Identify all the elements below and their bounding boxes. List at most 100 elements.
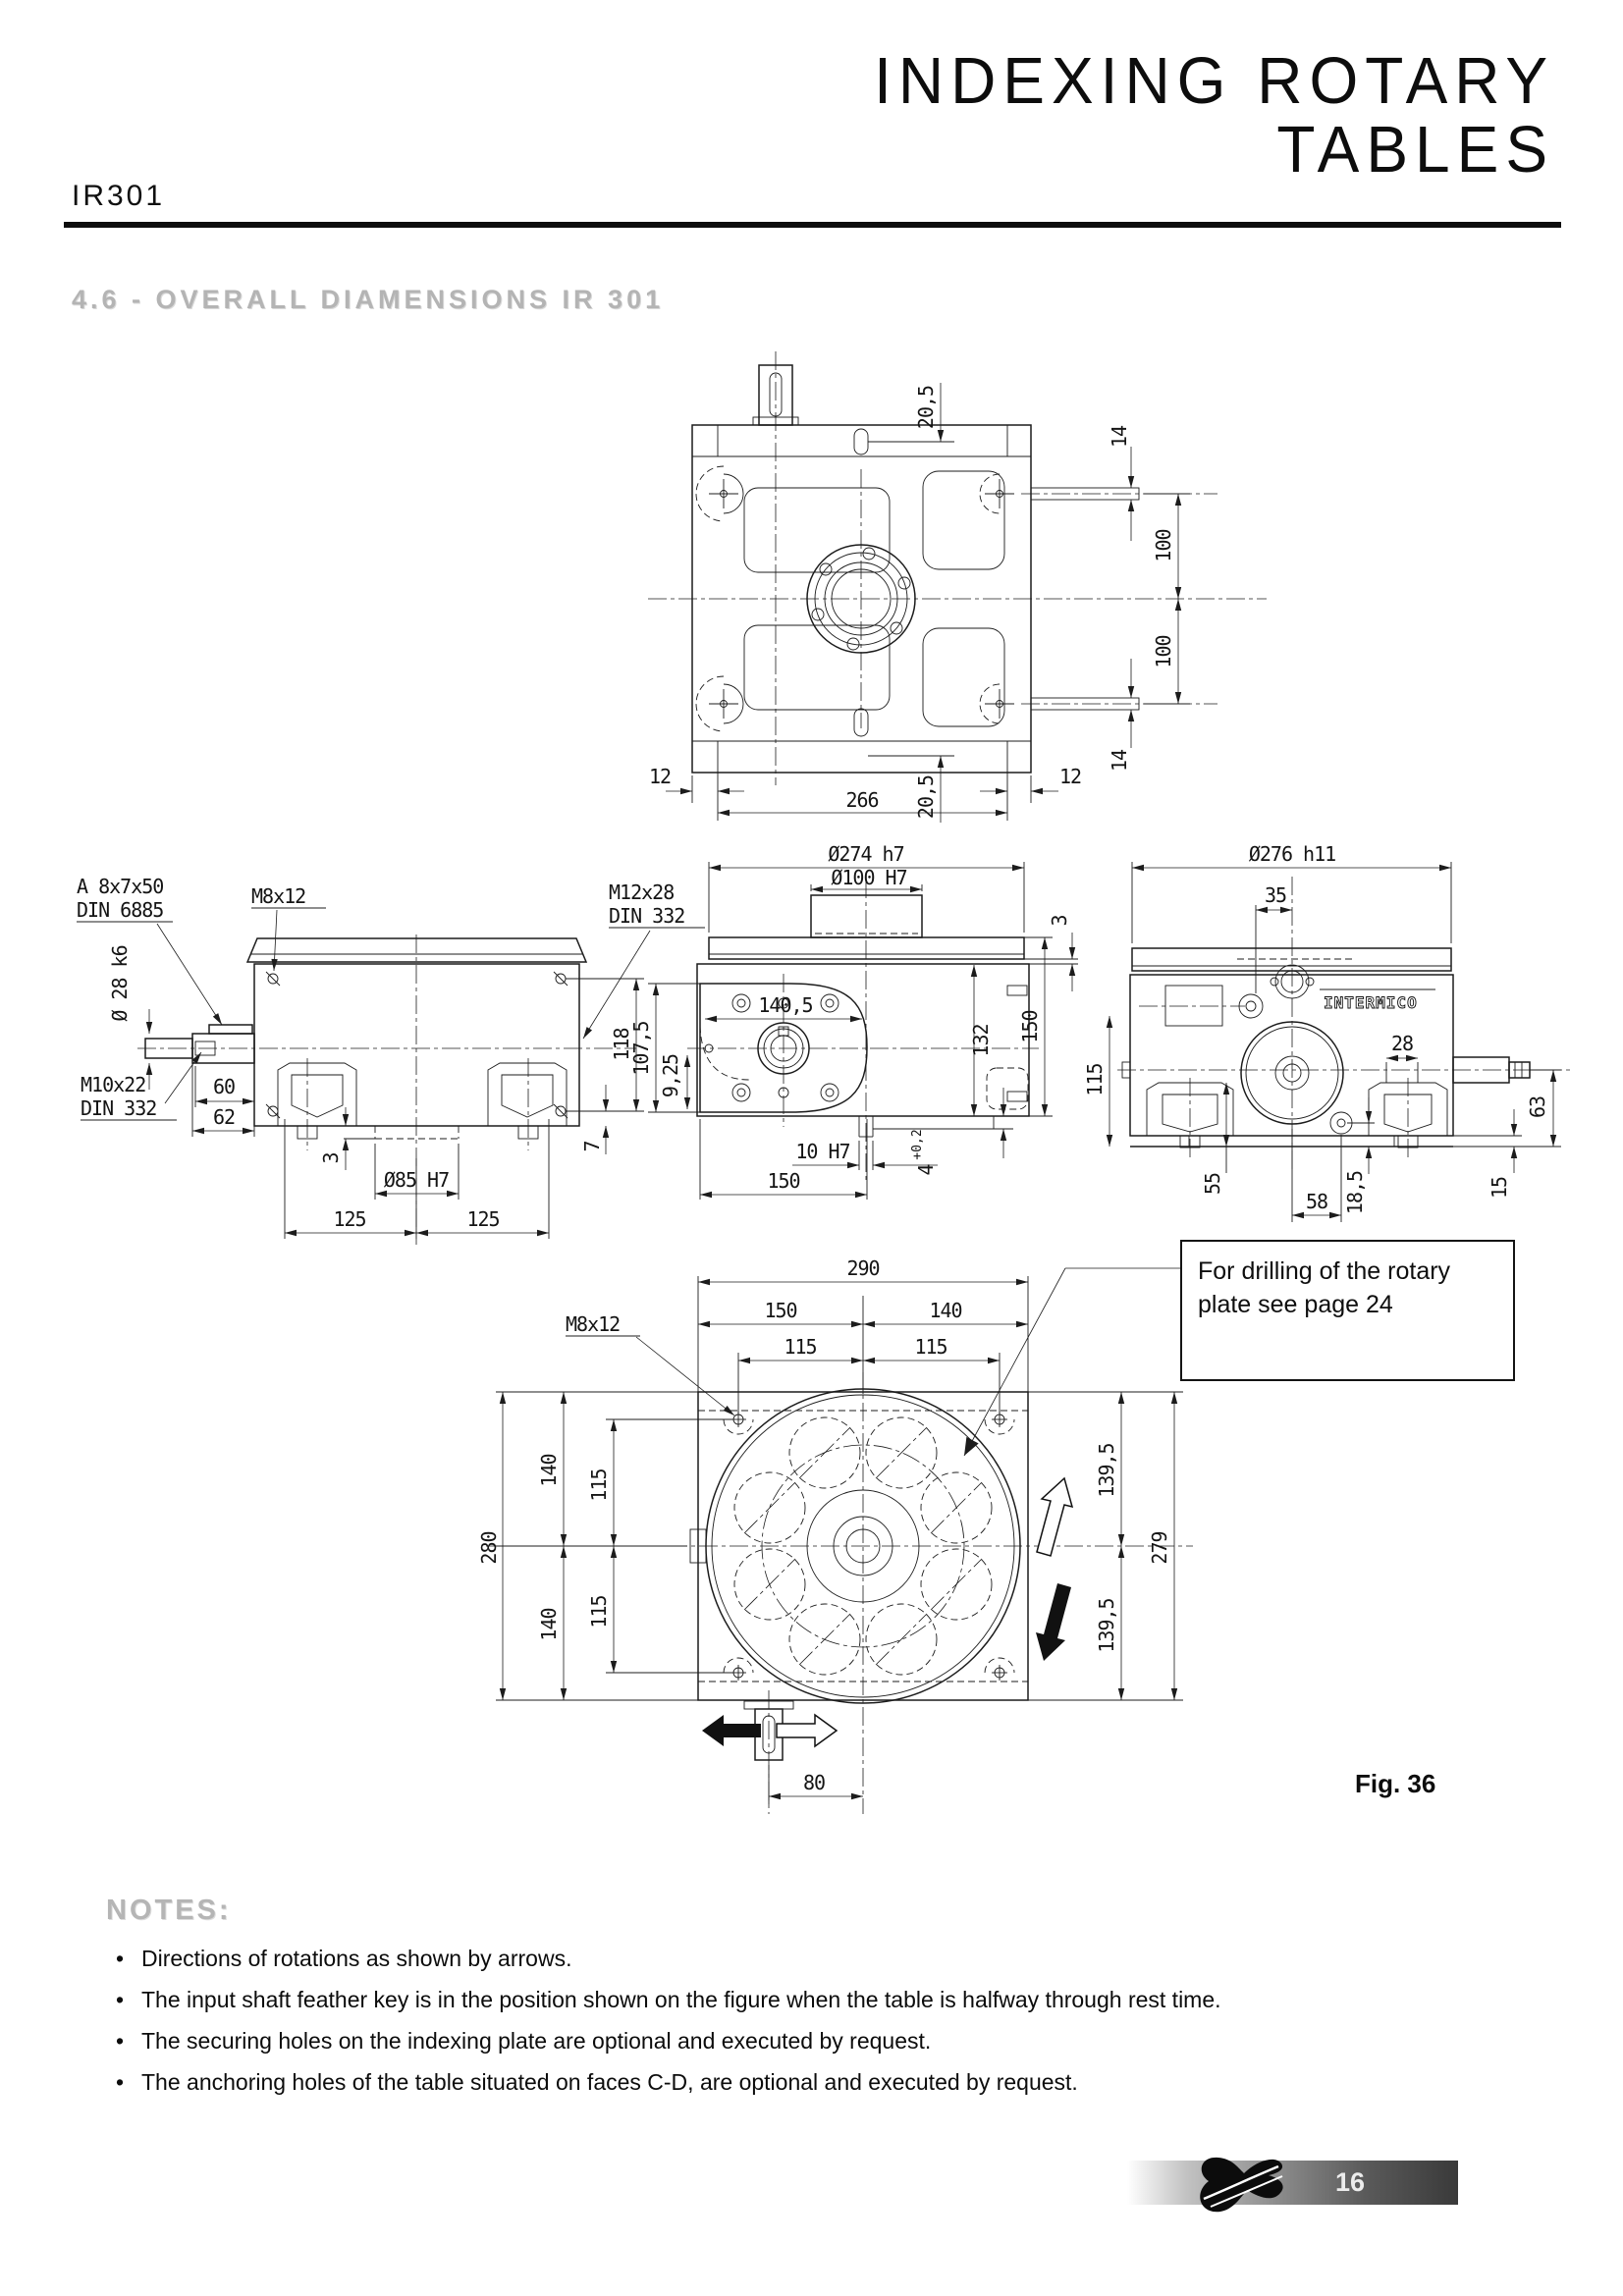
page-title-line2: TABLES [1276,112,1554,187]
page-title: INDEXING ROTARY TABLES [874,43,1554,187]
dim-115-tr: 115 [914,1335,947,1359]
dim-139-5b: 139,5 [1095,1598,1118,1652]
dim-290: 290 [846,1256,879,1280]
rotation-arrow-cw [1036,1583,1071,1661]
section-heading: 4.6 - OVERALL DIAMENSIONS IR 301 [72,285,665,314]
brand-text: INTERMICO [1324,993,1418,1012]
dim-15: 15 [1488,1177,1511,1199]
notes-heading: NOTES: [106,1895,232,1926]
dim-279: 279 [1148,1531,1171,1564]
dim-125b: 125 [466,1207,499,1231]
note-box-line2: plate see page 24 [1198,1290,1393,1318]
dim-140-top: 140 [929,1299,961,1322]
label-m8-bottom: M8x12 [566,1312,620,1336]
notes-list: • Directions of rotations as shown by arr… [116,1946,1559,2110]
dim-140-l2: 140 [537,1608,561,1640]
note-text: Directions of rotations as shown by arro… [141,1946,572,1971]
drill-pattern [733,1416,993,1676]
note-item: •The input shaft feather key is in the p… [116,1987,1559,2013]
dim-125a: 125 [333,1207,365,1231]
bullet-icon: • [116,2028,125,2054]
right-view: INTERMICO Ø276 h11 35 [1117,842,1571,1222]
note-box-line1: For drilling of the rotary [1198,1257,1451,1285]
shaft-arrow-left [702,1715,761,1746]
face-bolts [704,993,839,1102]
dim-9-25: 9,25 [659,1054,682,1097]
header-rule [64,222,1561,228]
bullet-icon: • [116,2069,125,2095]
label-key-din: DIN 6885 [77,898,163,922]
dim-139-5a: 139,5 [1095,1443,1118,1497]
note-text: The input shaft feather key is in the po… [141,1987,1221,2012]
figure-caption: Fig. 36 [1355,1769,1436,1798]
dim-118: 118 [610,1028,633,1060]
note-box: For drilling of the rotary plate see pag… [1180,1240,1515,1381]
label-shaft-dia: Ø 28 k6 [108,945,132,1021]
dim-62: 62 [213,1105,235,1129]
dim-35: 35 [1265,883,1286,907]
dim-4: 4 [914,1164,938,1176]
dim-140-l1: 140 [537,1454,561,1486]
dim-55: 55 [1201,1173,1224,1195]
dim-85: Ø85 H7 [384,1168,449,1192]
note-text: The securing holes on the indexing plate… [141,2028,932,2054]
dim-60: 60 [213,1075,235,1098]
label-m8: M8x12 [251,884,305,908]
label-m12-din: DIN 332 [609,904,684,928]
dim-20-5-bot: 20,5 [914,775,938,819]
dim-4-tol: +0,2 [910,1129,925,1159]
dim-100-top: 100 [1152,529,1175,561]
dim-18-5: 18,5 [1343,1171,1367,1214]
dim-280: 280 [477,1531,501,1564]
m8-screws [265,971,568,1119]
dim-20-5-top: 20,5 [914,386,938,429]
plate-corner-holes [723,1412,1015,1681]
footer-bar: 16 [1127,2161,1458,2205]
note-item: • The securing holes on the indexing plat… [116,2028,1559,2055]
page-title-line1: INDEXING ROTARY [874,43,1554,118]
label-m10: M10x22 [81,1073,145,1096]
dim-100h7: Ø100 H7 [831,866,906,889]
dim-28: 28 [1391,1032,1413,1055]
note-text: The anchoring holes of the table situate… [141,2069,1078,2095]
label-key: A 8x7x50 [77,875,163,898]
dim-63: 63 [1526,1096,1549,1118]
page-number: 16 [1335,2167,1366,2197]
dim-107-5: 107,5 [629,1021,653,1075]
bottom-view: 290 150 140 115 115 M8x12 280 140 140 11… [477,1256,1193,1814]
dim-274: Ø274 h7 [828,842,903,866]
dim-115-l2: 115 [587,1595,611,1628]
dim-115-side: 115 [1083,1063,1107,1095]
dim-276: Ø276 h11 [1249,842,1335,866]
dim-12-left: 12 [649,765,671,788]
dim-150-top: 150 [764,1299,796,1322]
dim-3-side: 3 [319,1152,343,1163]
rotation-arrow-ccw [1036,1476,1074,1557]
dim-14-top: 14 [1108,425,1131,448]
dim-14-bot: 14 [1108,749,1131,772]
dim-100-bot: 100 [1152,635,1175,667]
note-item: • Directions of rotations as shown by arr… [116,1946,1559,1972]
dim-140-5: 140,5 [758,993,812,1017]
dim-80: 80 [803,1771,825,1794]
front-view: Ø274 h7 Ø100 H7 140,5 107,5 9,25 3 132 1… [629,842,1113,1200]
dim-150-bot: 150 [767,1169,799,1193]
dim-3-front: 3 [1048,915,1071,926]
dim-12-right: 12 [1059,765,1081,788]
dim-115-l1: 115 [587,1468,611,1501]
label-m10-din: DIN 332 [81,1096,156,1120]
model-code: IR301 [72,180,166,212]
dim-132: 132 [969,1024,993,1056]
bullet-icon: • [116,1946,125,1971]
dim-7: 7 [580,1141,604,1151]
shaft-arrow-right [776,1713,839,1748]
label-m12: M12x28 [609,881,674,904]
dim-150-side: 150 [1018,1010,1042,1042]
dim-266: 266 [845,788,878,812]
top-view: 20,5 14 100 100 14 20,5 12 12 266 [648,351,1267,823]
dim-10h7: 10 H7 [795,1140,849,1163]
note-item: • The anchoring holes of the table situat… [116,2069,1559,2096]
corner-bores [695,465,1014,732]
dim-58: 58 [1306,1190,1327,1213]
